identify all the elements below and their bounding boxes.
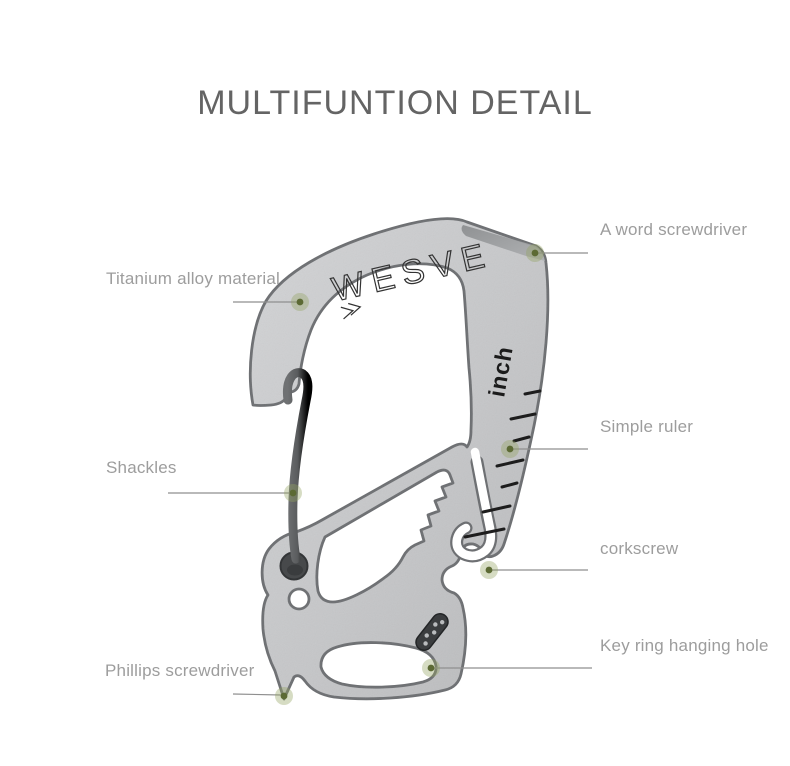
marker-dot	[480, 561, 498, 579]
marker-dot	[501, 440, 519, 458]
marker-dot	[422, 659, 440, 677]
callout-label-a-word-screwdriver: A word screwdriver	[600, 220, 748, 239]
callout-label-phillips-screwdriver: Phillips screwdriver	[105, 661, 255, 680]
callout-label-corkscrew: corkscrew	[600, 539, 679, 558]
callout-label-key-ring-hanging-hole: Key ring hanging hole	[600, 636, 769, 655]
leader-lines	[168, 252, 592, 696]
marker-dots	[275, 244, 544, 705]
ruler-ticks	[463, 389, 542, 539]
marker-dot	[275, 687, 293, 705]
callout-label-simple-ruler: Simple ruler	[600, 417, 694, 436]
callout-label-shackles: Shackles	[106, 458, 177, 477]
opener-slot	[450, 447, 498, 563]
marker-dot	[526, 244, 544, 262]
page-title: MULTIFUNTION DETAIL	[197, 84, 593, 122]
callout-label-titanium-alloy-material: Titanium alloy material	[106, 269, 281, 288]
marker-dot	[291, 293, 309, 311]
grip-texture	[415, 613, 449, 651]
flathead-bevel-facet	[461, 225, 545, 261]
pivot-cap	[287, 564, 303, 576]
marker-dot	[284, 484, 302, 502]
shackle-wire	[282, 368, 313, 564]
leader-line	[232, 693, 282, 696]
